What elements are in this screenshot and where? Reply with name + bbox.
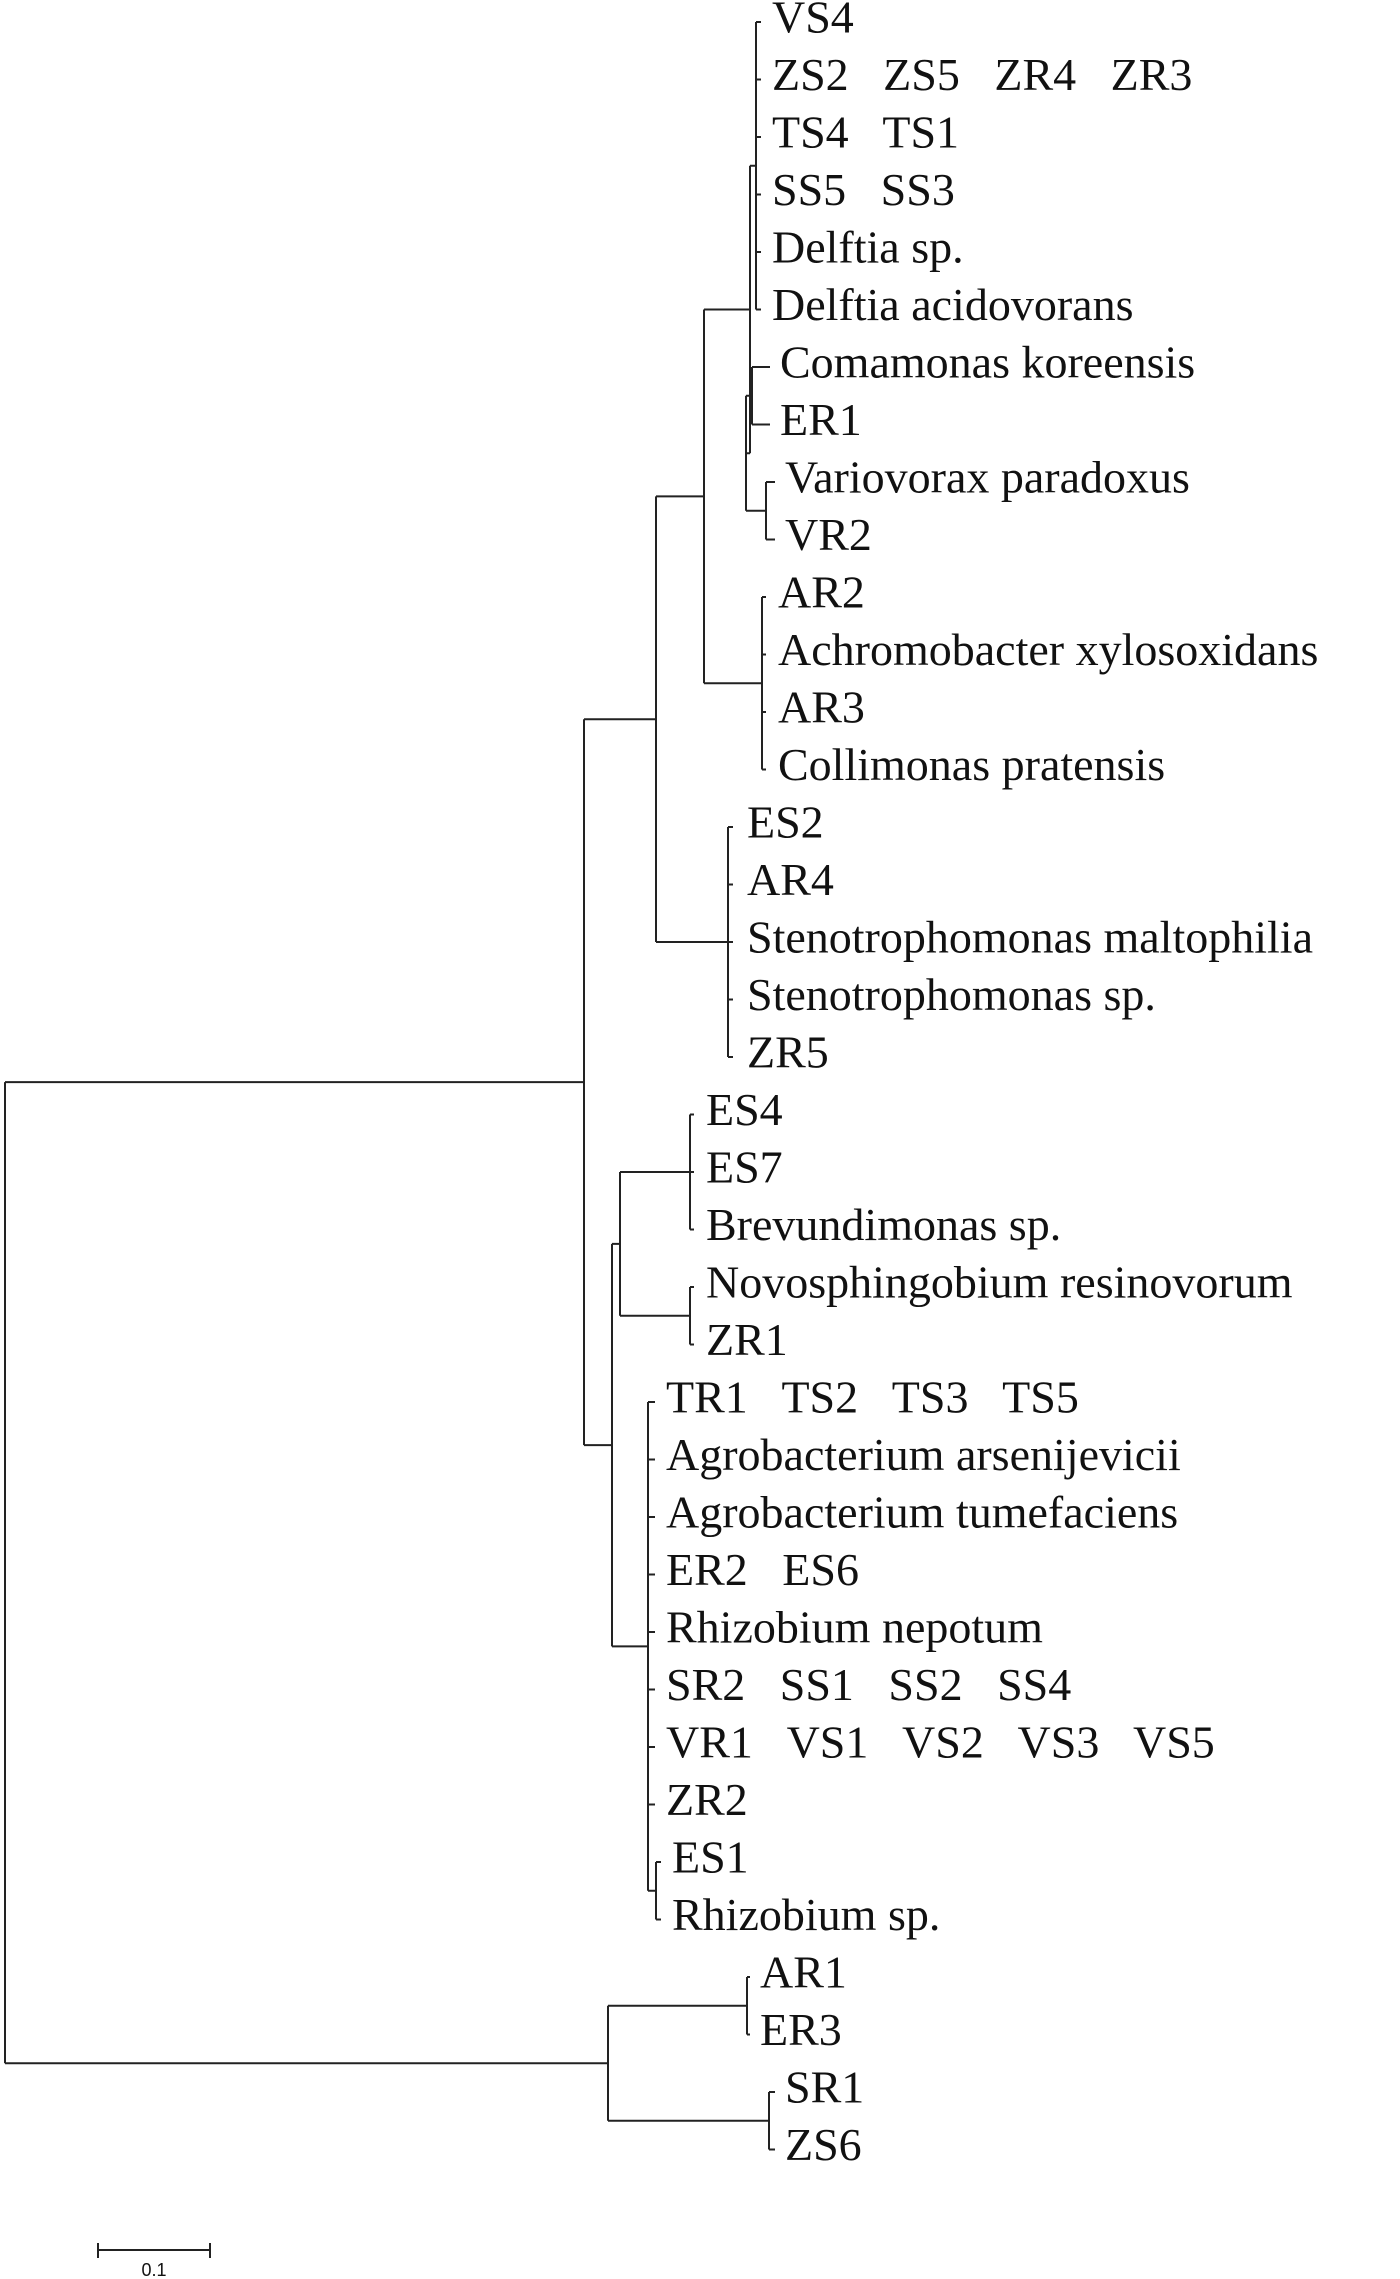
leaf-label: VS4 <box>772 0 854 43</box>
leaf-label: Achromobacter xylosoxidans <box>778 624 1318 675</box>
leaf-label: ER1 <box>780 394 862 445</box>
leaf-label: Rhizobium sp. <box>672 1889 940 1940</box>
leaf-label: SS5 SS3 <box>772 164 955 215</box>
leaf-label: Stenotrophomonas maltophilia <box>747 912 1313 963</box>
leaf-label: Agrobacterium arsenijevicii <box>666 1429 1181 1480</box>
leaf-label: Agrobacterium tumefaciens <box>666 1487 1178 1538</box>
leaf-label: ZS6 <box>785 2119 862 2170</box>
leaf-label: ZS2 ZS5 ZR4 ZR3 <box>772 49 1192 100</box>
leaf-label: AR4 <box>747 854 834 905</box>
leaf-label: ZR1 <box>706 1314 788 1365</box>
leaf-label: AR3 <box>778 682 865 733</box>
leaf-label: Variovorax paradoxus <box>785 452 1190 503</box>
tree-branches <box>4 21 775 2151</box>
leaf-label: Delftia sp. <box>772 222 964 273</box>
leaf-label: Novosphingobium resinovorum <box>706 1257 1293 1308</box>
leaf-label: SR2 SS1 SS2 SS4 <box>666 1659 1071 1710</box>
leaf-label: ER2 ES6 <box>666 1544 859 1595</box>
leaf-label: AR2 <box>778 567 865 618</box>
leaf-label: AR1 <box>760 1947 847 1998</box>
leaf-label: TR1 TS2 TS3 TS5 <box>666 1372 1079 1423</box>
leaf-label: ER3 <box>760 2004 842 2055</box>
leaf-label: Rhizobium nepotum <box>666 1602 1043 1653</box>
leaf-label: VR2 <box>785 509 872 560</box>
leaf-label: TS4 TS1 <box>772 107 959 158</box>
leaf-label: ES7 <box>706 1142 783 1193</box>
leaf-label: Stenotrophomonas sp. <box>747 969 1156 1020</box>
leaf-label: ZR5 <box>747 1027 829 1078</box>
leaf-label: Delftia acidovorans <box>772 279 1133 330</box>
leaf-label: SR1 <box>785 2062 864 2113</box>
leaf-label: ES2 <box>747 797 824 848</box>
leaf-label: ES1 <box>672 1832 749 1883</box>
scale-bar: 0.1 <box>97 2243 211 2279</box>
scale-bar-label: 0.1 <box>141 2260 166 2279</box>
leaf-label: Collimonas pratensis <box>778 739 1165 790</box>
leaf-label: ZR2 <box>666 1774 748 1825</box>
leaf-label: Brevundimonas sp. <box>706 1199 1061 1250</box>
leaf-label: VR1 VS1 VS2 VS3 VS5 <box>666 1717 1215 1768</box>
leaf-label: ES4 <box>706 1084 783 1135</box>
leaf-label: Comamonas koreensis <box>780 337 1195 388</box>
